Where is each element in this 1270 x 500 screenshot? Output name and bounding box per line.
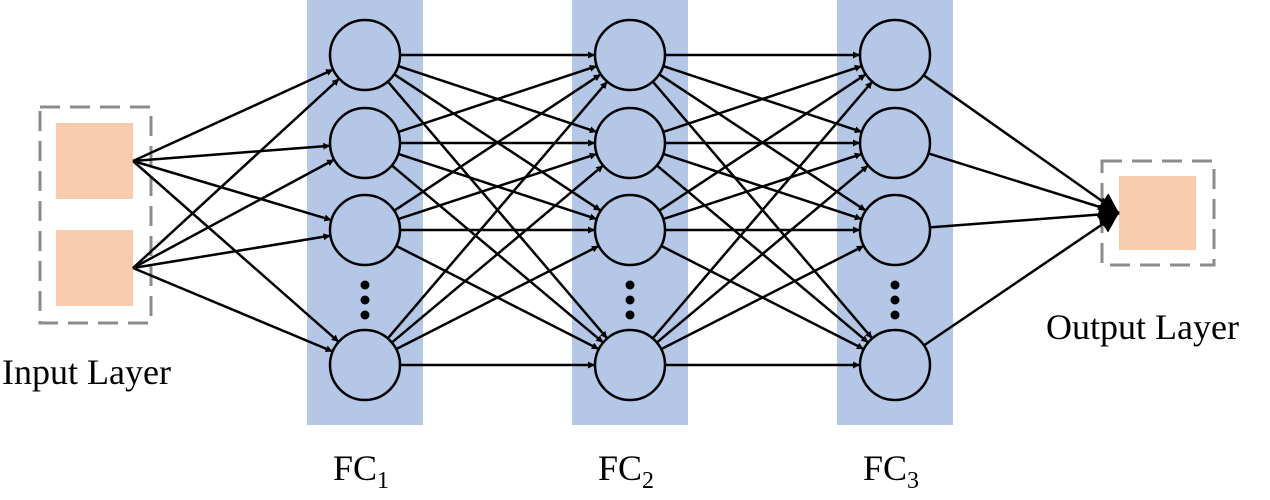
connection-edge: [928, 152, 1120, 217]
neuron-node: [328, 18, 402, 92]
fc3-label-main: FC: [863, 448, 907, 488]
connection-edge: [929, 204, 1120, 229]
ellipsis-dot: [890, 310, 900, 320]
connection-edge: [662, 64, 863, 134]
ellipsis-dots: [360, 280, 900, 320]
connection-edge: [393, 73, 602, 212]
connection-edge: [132, 266, 334, 353]
fc1-label: FC1: [333, 448, 389, 494]
connection-edge: [656, 164, 869, 344]
connection-edge: [660, 244, 865, 351]
ellipsis-dot: [890, 280, 900, 290]
connection-edge: [132, 68, 334, 163]
connection-edge: [132, 77, 341, 269]
fc1-label-main: FC: [333, 448, 377, 488]
output-layer-label: Output Layer: [1046, 307, 1239, 347]
ellipsis-dot: [360, 310, 370, 320]
fc1-label-sub: 1: [377, 468, 389, 494]
ellipsis-dot: [360, 280, 370, 290]
connection-edge: [395, 244, 600, 351]
connection-edge: [923, 211, 1120, 347]
connections: [132, 51, 1120, 369]
connection-edge: [658, 73, 867, 212]
input-node-2: [56, 230, 133, 306]
connection-edge: [662, 152, 863, 221]
neuron-node: [858, 328, 932, 402]
connection-edge: [397, 152, 598, 221]
input-layer-label: Input Layer: [2, 352, 171, 392]
fc2-label-sub: 2: [642, 468, 654, 494]
fc3-label-sub: 3: [907, 468, 919, 494]
neuron-node: [593, 193, 667, 267]
neurons: [328, 18, 932, 402]
connection-edge: [397, 64, 598, 134]
input-node-1: [56, 123, 133, 199]
neuron-node: [328, 193, 402, 267]
neuron-node: [858, 106, 932, 180]
connection-edge: [391, 164, 604, 344]
connection-edge: [651, 80, 874, 340]
connection-edge: [132, 159, 332, 222]
connection-edge: [386, 80, 609, 340]
neuron-node: [593, 18, 667, 92]
connection-edge: [132, 158, 335, 270]
neuron-node: [858, 18, 932, 92]
input-layer-frame: [38, 105, 153, 325]
fc3-label: FC3: [863, 448, 919, 494]
connection-edge: [922, 74, 1120, 215]
ellipsis-dot: [890, 295, 900, 305]
neuron-node: [593, 328, 667, 402]
ellipsis-dot: [360, 295, 370, 305]
connection-edge: [132, 233, 331, 270]
fc2-label-main: FC: [598, 448, 642, 488]
ellipsis-dot: [625, 310, 635, 320]
fc2-label: FC2: [598, 448, 654, 494]
neuron-node: [328, 106, 402, 180]
neuron-node: [593, 106, 667, 180]
neuron-node: [858, 193, 932, 267]
connection-edge: [132, 142, 331, 163]
ellipsis-dot: [625, 280, 635, 290]
neuron-node: [328, 328, 402, 402]
ellipsis-dot: [625, 295, 635, 305]
output-node: [1119, 176, 1196, 250]
